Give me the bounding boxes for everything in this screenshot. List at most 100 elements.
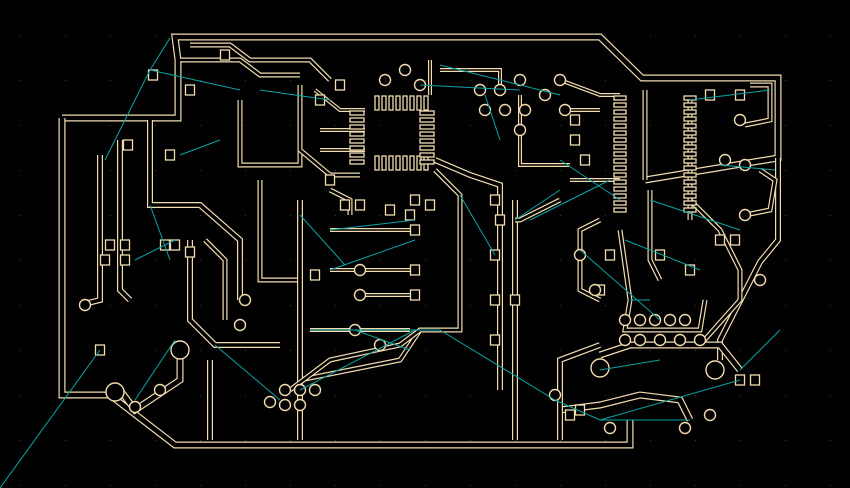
ratsnest-line (134, 239, 176, 261)
trace-outline (559, 78, 620, 97)
grid-dot (155, 260, 156, 261)
grid-dot (470, 125, 471, 126)
smd-pad (613, 207, 627, 213)
trace-fill (515, 198, 561, 222)
grid-dot (200, 80, 201, 81)
grid-dot (20, 305, 21, 306)
grid-dot (830, 170, 831, 171)
smd-pad (419, 117, 435, 123)
grid-dot (470, 215, 471, 216)
trace-fill (599, 342, 742, 372)
grid-dot (695, 260, 696, 261)
ratsnest-line (439, 329, 556, 401)
grid-dot (605, 170, 606, 171)
trace-outline (717, 158, 781, 360)
grid-dot (155, 350, 156, 351)
grid-dot (560, 485, 561, 486)
smd-pad (683, 137, 697, 143)
grid-dot (110, 260, 111, 261)
smd-pad (395, 95, 401, 111)
smd-pad (349, 145, 365, 151)
smd-pad (419, 124, 435, 130)
grid-dot (335, 485, 336, 486)
ratsnest-line (599, 359, 661, 371)
smd-pad (419, 145, 435, 151)
ratsnest-line (739, 329, 781, 371)
grid-dot (110, 485, 111, 486)
smd-pad (613, 172, 627, 178)
grid-dot (20, 35, 21, 36)
via-pad (548, 388, 562, 402)
grid-dot (470, 485, 471, 486)
via-pad (653, 333, 667, 347)
grid-dot (470, 350, 471, 351)
via-pad (590, 358, 610, 378)
smd-pad (704, 89, 716, 101)
grid-dot (380, 260, 381, 261)
grid-dot (515, 170, 516, 171)
trace-fill (188, 240, 280, 347)
grid-dot (200, 485, 201, 486)
grid-dot (335, 170, 336, 171)
trace-outline (617, 229, 708, 333)
via-pad (633, 333, 647, 347)
grid-dot (245, 485, 246, 486)
grid-dot (740, 260, 741, 261)
via-pad (233, 318, 247, 332)
ratsnest-line (599, 379, 741, 421)
smd-pad (579, 154, 591, 166)
grid-dot (605, 485, 606, 486)
trace-fill (744, 83, 772, 127)
grid-dot (830, 35, 831, 36)
smd-pad (419, 131, 435, 137)
ratsnest-line (354, 329, 411, 351)
grid-dot (560, 305, 561, 306)
smd-pad (119, 254, 131, 266)
smd-pad (574, 404, 586, 416)
via-pad (603, 421, 617, 435)
smd-pad (374, 95, 380, 111)
smd-pad (419, 159, 435, 165)
ratsnest-line (149, 69, 241, 91)
grid-dot (380, 395, 381, 396)
trace-outline (440, 68, 502, 95)
via-pad (678, 421, 692, 435)
trace-fill (434, 158, 502, 390)
via-pad (518, 103, 532, 117)
ratsnest-line (439, 64, 561, 96)
smd-pad (147, 69, 159, 81)
grid-dot (740, 350, 741, 351)
grid-dot (785, 260, 786, 261)
grid-dot (20, 485, 21, 486)
grid-dot (290, 350, 291, 351)
grid-dot (425, 260, 426, 261)
smd-pad (683, 151, 697, 157)
grid-dot (110, 305, 111, 306)
trace-outline (744, 82, 773, 128)
via-pad (588, 283, 602, 297)
grid-dot (605, 395, 606, 396)
grid-dot (650, 170, 651, 171)
grid-dot (470, 170, 471, 171)
ratsnest-line (559, 159, 621, 201)
smd-pad (729, 234, 741, 246)
ratsnest-line (514, 189, 561, 221)
grid-dot (785, 440, 786, 441)
grid-dot (335, 305, 336, 306)
smd-pad (388, 155, 394, 171)
smd-pad (119, 239, 131, 251)
smd-pad (734, 89, 746, 101)
grid-dot (470, 395, 471, 396)
via-pad (573, 248, 587, 262)
grid-dot (245, 350, 246, 351)
grid-dot (830, 125, 831, 126)
via-pad (278, 383, 292, 397)
ratsnest-line (0, 349, 101, 488)
grid-dot (695, 305, 696, 306)
grid-dot (65, 80, 66, 81)
grid-dot (470, 260, 471, 261)
ratsnest-line (529, 179, 611, 221)
smd-pad (489, 294, 501, 306)
grid-dot (425, 440, 426, 441)
